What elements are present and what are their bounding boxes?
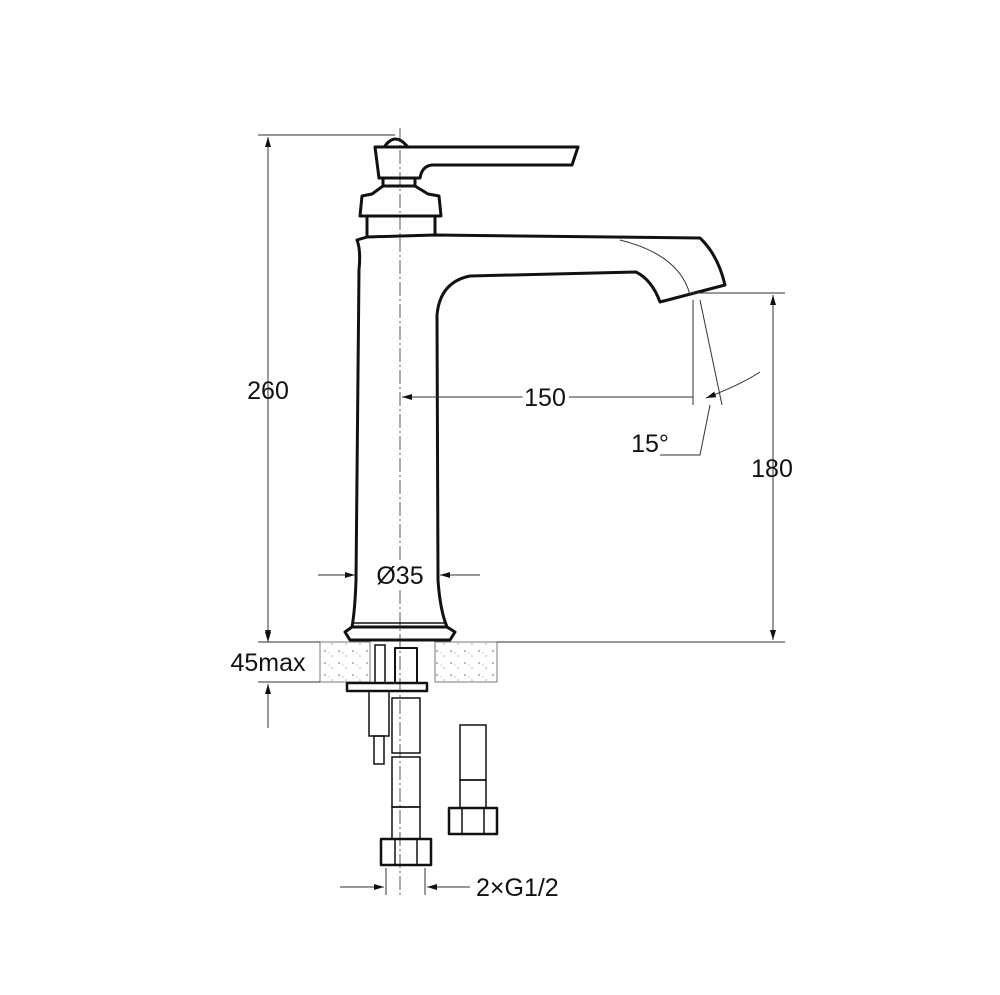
dim-body-diameter: Ø35: [376, 562, 423, 590]
dimension-lines: [258, 134, 785, 895]
lever-handle: [358, 137, 580, 239]
dim-spout-height: 180: [751, 455, 793, 483]
supply-hose-left: [379, 647, 433, 867]
supply-hose-right: [447, 724, 499, 836]
dim-connection: 2×G1/2: [476, 874, 559, 902]
dim-spout-reach: 150: [524, 384, 566, 412]
countertop: [319, 641, 498, 693]
dim-spout-angle: 15°: [631, 430, 669, 458]
fixing-stud: [368, 644, 390, 765]
dim-counter-thickness: 45max: [230, 649, 306, 677]
faucet-body: [343, 233, 727, 642]
dim-total-height: 260: [247, 377, 289, 405]
